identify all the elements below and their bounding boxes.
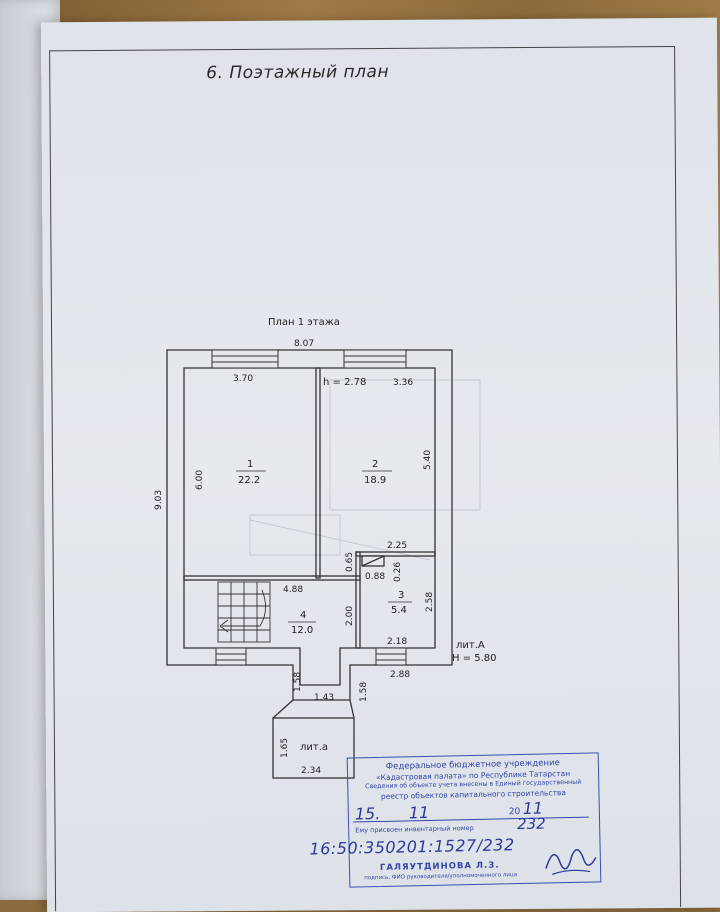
outer-walls [166,349,453,701]
dim-room1-depth: 6.00 [195,470,205,490]
dim-closet-width: 0.88 [365,572,385,582]
svg-text:3: 3 [398,590,404,601]
stamp-name-caption: подпись, ФИО руководителя/уполномоченног… [364,872,518,882]
svg-text:4: 4 [300,610,306,621]
annex-walls [272,699,355,779]
dim-room1-width: 3.70 [233,374,253,384]
bottom-windows [215,647,407,666]
building-letter: лит.А [456,640,485,651]
registration-stamp: Федеральное бюджетное учреждение «Кадаст… [309,752,602,888]
dim-overall-depth: 9.03 [154,490,164,510]
dim-room3-depth: 2.58 [425,592,435,612]
dim-hall-depth: 2.00 [345,606,355,626]
svg-text:5.4: 5.4 [391,605,407,616]
dim-porch-width: 1.43 [314,693,334,703]
stamp-inv-number: 232 [516,814,546,834]
dim-annex-width: 2.34 [301,766,321,776]
svg-text:12.0: 12.0 [291,625,313,636]
annex-letter: лит.а [300,742,328,753]
dim-overall-width: 8.07 [294,339,314,349]
signature-mark [545,849,597,875]
dim-closet-depth: 0.26 [393,562,403,582]
building-height: H = 5.80 [452,653,497,664]
svg-text:2: 2 [372,459,378,470]
stamp-cadastral-number: 16:50:350201:1527/232 [309,835,515,859]
stamp-date-underline [353,816,589,823]
dim-hall-width: 4.88 [283,585,303,595]
dim-annex-depth: 1.65 [280,738,290,758]
bleed-through-lines [249,379,481,561]
dim-room3-top: 2.25 [387,541,407,551]
staircase [217,581,271,643]
room-4-label: 4 12.0 [288,610,316,636]
svg-text:22.2: 22.2 [238,475,260,486]
room-2-label: 2 18.9 [362,459,392,486]
stamp-name: ГАЛЯУТДИНОВА Л.З. [379,860,500,873]
svg-text:1: 1 [247,459,253,470]
dim-wall-offset: 0.65 [345,552,355,572]
stamp-inv-label: Ему присвоен инвентарный номер [355,824,474,835]
dim-room2-depth: 5.40 [423,450,433,470]
plan-title: План 1 этажа [268,317,340,328]
room-1-label: 1 22.2 [236,459,266,486]
room-3-label: 3 5.4 [388,590,412,616]
dim-porch-right: 1.58 [359,682,369,702]
top-windows [211,349,407,369]
ceiling-height: h = 2.78 [323,377,366,388]
dim-porch-left: 1.58 [293,672,303,692]
dim-room2-width: 3.36 [393,378,413,388]
interior-walls [183,367,436,649]
dim-right-bottom: 2.88 [390,670,410,680]
dim-room3-bottom: 2.18 [387,637,407,647]
svg-text:18.9: 18.9 [364,475,386,486]
